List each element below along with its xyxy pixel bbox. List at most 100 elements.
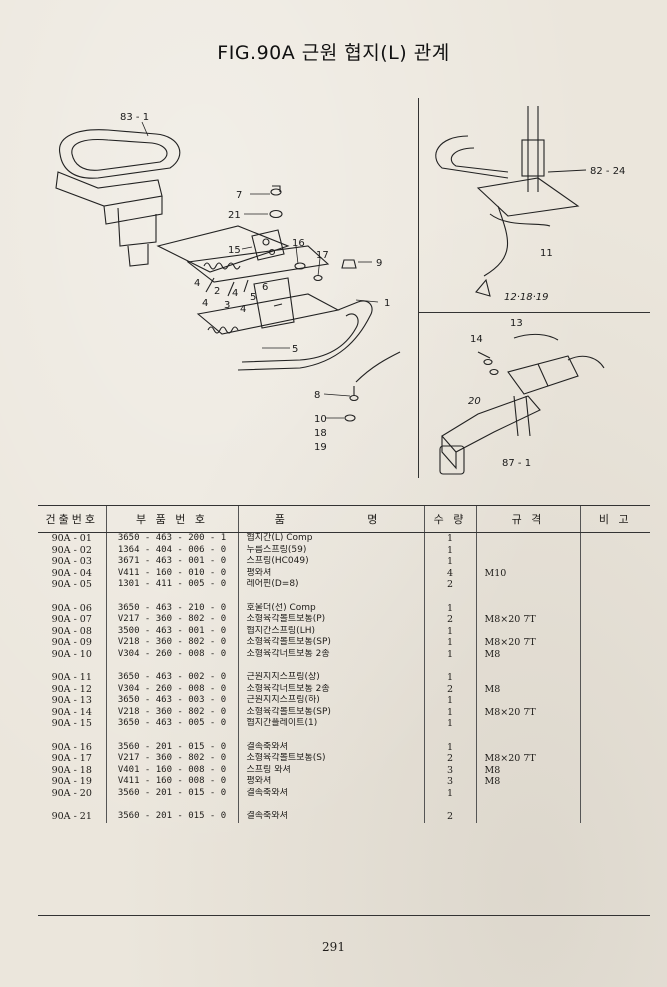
part-name-cell: 스프링 와셔 — [237, 764, 424, 776]
callout-7: 7 — [236, 190, 242, 201]
ref-no-cell: 90A - 08 — [51, 625, 92, 637]
part-no-cell: V217 - 360 - 802 - 0 — [105, 753, 238, 765]
quantity-cell: 2 — [423, 753, 476, 765]
part-name-cell: 평와셔 — [237, 776, 424, 788]
header-name-1: 품 — [237, 505, 324, 533]
ref-no-cell: 90A - 11 — [51, 672, 92, 683]
remarks-cell — [579, 637, 650, 649]
spacer-cell — [579, 729, 650, 742]
part-name-cell: 소형육각볼트보통(P) — [237, 614, 424, 626]
spacer-cell — [475, 590, 580, 603]
quantity-cell: 3 — [423, 764, 476, 776]
part-name-cell: 근원지지스프링(하) — [237, 695, 424, 707]
remarks-cell — [579, 532, 650, 545]
part-name-cell: 결속축와셔 — [237, 811, 424, 823]
spec-cell — [475, 625, 580, 637]
ref-no-cell: 90A - 01 — [51, 533, 92, 544]
ref-no-cell: 90A - 05 — [51, 579, 92, 590]
part-name-cell: 결속축와셔 — [237, 787, 424, 799]
spacer-cell — [105, 729, 238, 742]
callout-19: 19 — [314, 442, 327, 453]
callout-4c: 4 — [202, 298, 208, 309]
remarks-cell — [579, 544, 650, 556]
part-no-cell: 3560 - 201 - 015 - 0 — [105, 741, 238, 753]
part-no-cell: 3650 - 463 - 005 - 0 — [105, 718, 238, 730]
table-header-row: 건출번호 부 품 번 호 품 명 수 량 규 격 비 고 — [38, 505, 650, 533]
part-name-cell: 호울더(선) Comp — [237, 602, 424, 614]
part-name-cell: 협지간스프링(LH) — [237, 625, 424, 637]
spec-cell: M8×20 7T — [475, 614, 580, 626]
remarks-cell — [579, 695, 650, 707]
spacer-cell — [38, 660, 106, 672]
quantity-cell: 1 — [423, 672, 476, 684]
spacer-cell — [423, 590, 476, 603]
part-name-cell: 소형육각볼트보통(S) — [237, 753, 424, 765]
remarks-cell — [579, 706, 650, 718]
parts-list-table: 건출번호 부 품 번 호 품 명 수 량 규 격 비 고 90A - 01 365… — [38, 505, 650, 823]
quantity-cell: 2 — [423, 614, 476, 626]
quantity-cell: 2 — [423, 579, 476, 591]
callout-5b: 5 — [292, 344, 298, 355]
header-spec: 규 격 — [475, 505, 580, 533]
callout-9: 9 — [376, 258, 382, 269]
spec-cell: M8×20 7T — [475, 637, 580, 649]
callout-10: 10 — [314, 414, 327, 425]
callout-87-1: 87 - 1 — [502, 458, 531, 469]
spacer-cell — [237, 590, 424, 603]
callout-16: 16 — [292, 238, 305, 249]
callout-20: 20 — [468, 396, 481, 407]
part-no-cell: 1301 - 411 - 005 - 0 — [105, 579, 238, 591]
page-number: 291 — [322, 940, 345, 954]
callout-4b: 4 — [232, 288, 238, 299]
remarks-cell — [579, 741, 650, 753]
remarks-cell — [579, 567, 650, 579]
spec-cell — [475, 718, 580, 730]
ref-no-cell: 90A - 17 — [51, 753, 92, 764]
callout-82-24: 82 - 24 — [590, 166, 625, 177]
spacer-cell — [579, 799, 650, 811]
remarks-cell — [579, 648, 650, 660]
callout-4d: 4 — [240, 304, 246, 315]
part-no-cell: 3650 - 463 - 002 - 0 — [105, 672, 238, 684]
spacer-cell — [105, 590, 238, 603]
part-no-cell: V304 - 260 - 008 - 0 — [105, 648, 238, 660]
remarks-cell — [579, 753, 650, 765]
remarks-cell — [579, 811, 650, 823]
part-no-cell: V217 - 360 - 802 - 0 — [105, 614, 238, 626]
exploded-parts-diagram: 83 - 1 7 21 15 16 17 9 4 2 4 5 6 1 4 3 4… — [55, 106, 625, 475]
header-quantity: 수 량 — [423, 505, 476, 533]
spacer-cell — [237, 729, 424, 742]
spec-cell — [475, 556, 580, 568]
part-name-cell: 소형육각볼트보통(SP) — [237, 637, 424, 649]
part-no-cell: V411 - 160 - 008 - 0 — [105, 776, 238, 788]
ref-no-cell: 90A - 06 — [51, 602, 92, 614]
spec-cell: M8 — [475, 648, 580, 660]
spec-cell — [475, 811, 580, 823]
spec-cell: M8 — [475, 683, 580, 695]
header-name-2: 명 — [324, 505, 424, 533]
callout-4a: 4 — [194, 278, 200, 289]
quantity-cell: 1 — [423, 602, 476, 614]
remarks-cell — [579, 579, 650, 591]
spec-cell — [475, 579, 580, 591]
remarks-cell — [579, 672, 650, 684]
part-name-cell: 평와셔 — [237, 567, 424, 579]
diagram-divider-vertical — [418, 98, 419, 478]
remarks-cell — [579, 556, 650, 568]
figure-title: FIG.90A 근원 협지(L) 관계 — [217, 42, 450, 64]
inset-top-right-drawing — [435, 106, 587, 297]
remarks-cell — [579, 776, 650, 788]
part-no-cell: 3560 - 201 - 015 - 0 — [105, 811, 238, 823]
spacer-cell — [475, 729, 580, 742]
part-name-cell: 소형육각너트보통 2종 — [237, 683, 424, 695]
remarks-cell — [579, 602, 650, 614]
